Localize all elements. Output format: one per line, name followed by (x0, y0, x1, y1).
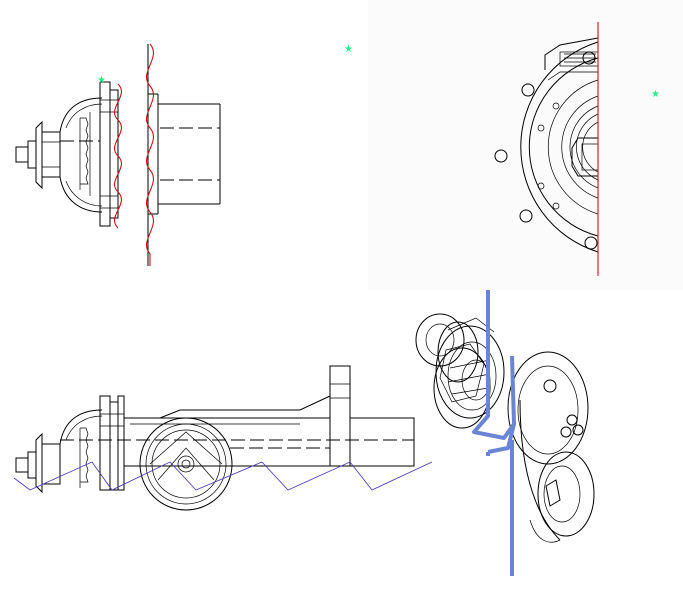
marker-group: ★ ★ ★ (97, 44, 660, 100)
front-view-half (494, 22, 599, 276)
side-view-short (15, 43, 221, 266)
marker-star-3: ★ (651, 89, 660, 100)
zigzag-break-line (13, 461, 433, 491)
wavy-break-line-left (114, 83, 122, 229)
isometric-view (415, 290, 595, 576)
front-view-panel (368, 0, 683, 290)
z-break-line (472, 290, 516, 576)
gear-teeth (79, 112, 91, 196)
marker-star-2: ★ (344, 44, 353, 55)
side-view-full (13, 365, 433, 511)
ring-gear (139, 417, 233, 511)
wavy-break-line-right (145, 43, 155, 266)
marker-star-1: ★ (97, 75, 106, 86)
